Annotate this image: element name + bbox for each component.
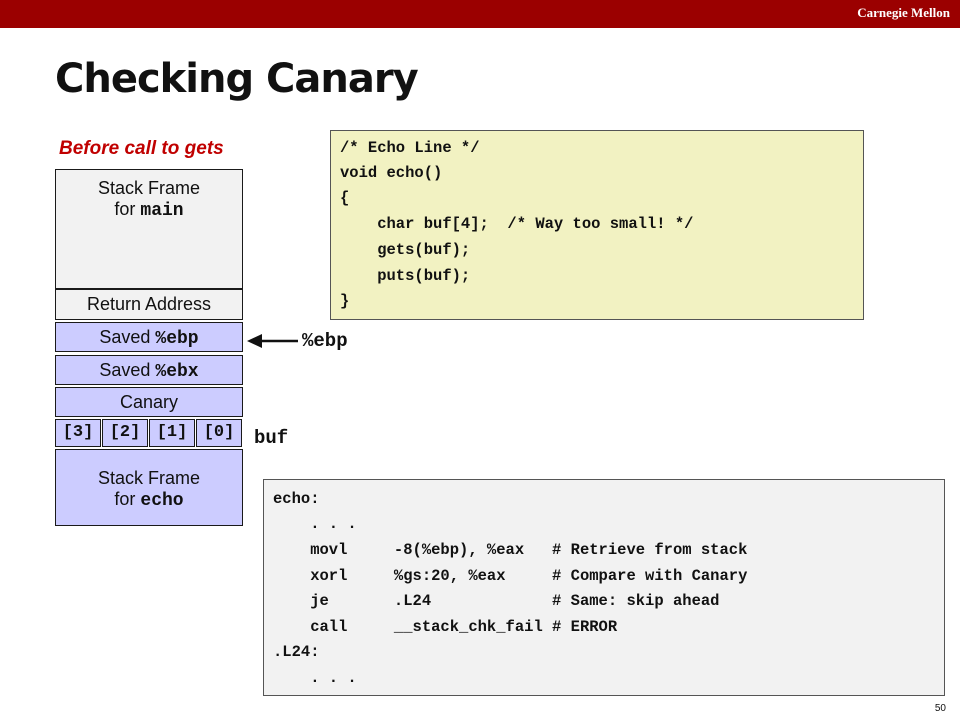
saved-ebx-prefix: Saved	[99, 360, 156, 380]
func-echo: echo	[140, 491, 184, 511]
saved-ebp-register: %ebp	[155, 329, 199, 349]
c-code-line: /* Echo Line */	[340, 139, 480, 157]
asm-code-line: call __stack_chk_fail # ERROR	[273, 618, 618, 636]
return-address-label: Return Address	[86, 294, 212, 314]
asm-code-line: movl -8(%ebp), %eax # Retrieve from stac…	[273, 541, 748, 559]
stack-frame-echo: Stack Frame for echo	[55, 449, 243, 526]
buf-cell-0: [0]	[196, 419, 242, 447]
c-code-line: {	[340, 189, 350, 207]
diagram-caption: Before call to gets	[59, 138, 224, 159]
stack-frame-echo-line1: Stack Frame	[97, 468, 201, 488]
saved-ebp-slot: Saved %ebp	[55, 322, 243, 352]
asm-code-line: . . .	[273, 515, 357, 533]
stack-diagram: Stack Frame for main Return Address Save…	[55, 169, 245, 526]
buf-array: [3] [2] [1] [0]	[55, 419, 245, 447]
slide-title: Checking Canary	[55, 56, 419, 102]
saved-ebp-prefix: Saved	[99, 327, 156, 347]
return-address-slot: Return Address	[55, 289, 243, 320]
ebp-pointer-label: %ebp	[302, 330, 348, 352]
stack-frame-main: Stack Frame for main	[55, 169, 243, 289]
stack-frame-main-line1: Stack Frame	[97, 178, 201, 198]
buf-cell-1: [1]	[149, 419, 195, 447]
c-code-line: gets(buf);	[340, 241, 471, 259]
asm-code-block: echo: . . . movl -8(%ebp), %eax # Retrie…	[263, 479, 945, 696]
c-code-line: puts(buf);	[340, 267, 471, 285]
saved-ebx-register: %ebx	[155, 362, 199, 382]
canary-label: Canary	[119, 392, 179, 412]
asm-code-line: .L24:	[273, 643, 320, 661]
ebp-arrow	[247, 334, 298, 348]
stack-frame-echo-line2: for echo	[56, 489, 242, 511]
header-bar: Carnegie Mellon	[0, 0, 960, 28]
buf-cell-2: [2]	[102, 419, 148, 447]
stack-frame-echo-prefix: for	[114, 489, 141, 509]
page-number: 50	[934, 703, 946, 714]
c-code-line: void echo()	[340, 164, 443, 182]
c-code-line: }	[340, 292, 350, 310]
canary-slot: Canary	[55, 387, 243, 417]
c-code-block: /* Echo Line */ void echo() { char buf[4…	[330, 130, 864, 320]
asm-code-line: . . .	[273, 669, 357, 687]
stack-frame-main-prefix: for	[114, 199, 141, 219]
buf-pointer-label: buf	[254, 427, 289, 449]
c-code-line: char buf[4]; /* Way too small! */	[340, 215, 694, 233]
asm-code-line: je .L24 # Same: skip ahead	[273, 592, 720, 610]
buf-cell-3: [3]	[55, 419, 101, 447]
func-main: main	[140, 201, 184, 221]
saved-ebx-slot: Saved %ebx	[55, 355, 243, 385]
asm-code-line: echo:	[273, 490, 320, 508]
institution-name: Carnegie Mellon	[857, 5, 950, 20]
asm-code-line: xorl %gs:20, %eax # Compare with Canary	[273, 567, 748, 585]
stack-frame-main-line2: for main	[56, 199, 242, 221]
